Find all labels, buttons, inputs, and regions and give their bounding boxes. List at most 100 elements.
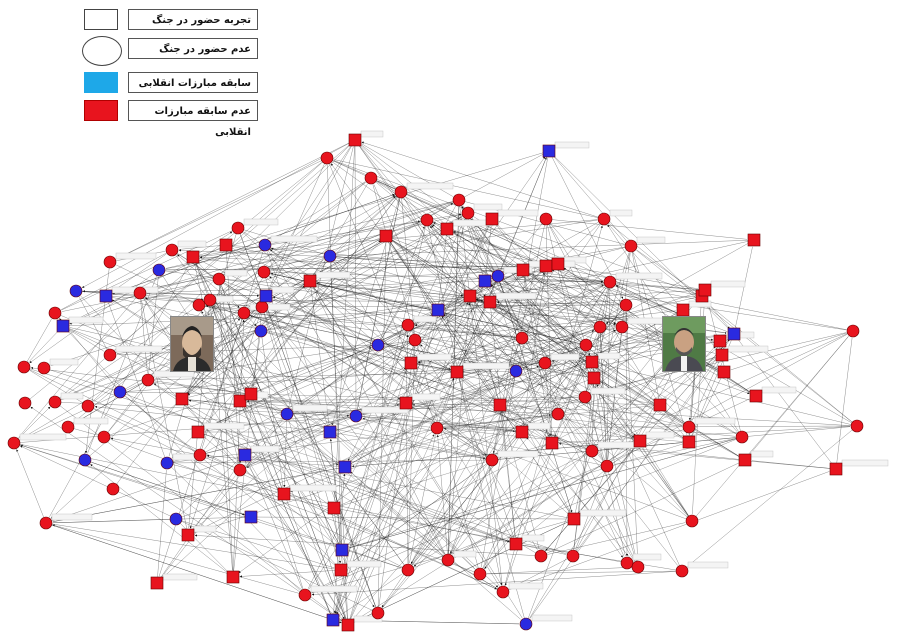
network-edge bbox=[181, 240, 381, 400]
network-edge bbox=[333, 159, 605, 220]
network-edge bbox=[178, 249, 547, 267]
node-square-revolutionary bbox=[335, 543, 349, 557]
network-edge bbox=[453, 231, 700, 324]
network-edge bbox=[410, 284, 604, 364]
network-edge bbox=[239, 569, 342, 578]
network-edge bbox=[407, 346, 416, 571]
network-edge bbox=[497, 275, 847, 331]
network-edge bbox=[292, 418, 346, 468]
node-circle bbox=[682, 420, 696, 434]
network-edge bbox=[359, 144, 593, 363]
network-edge bbox=[354, 139, 486, 297]
node-circle bbox=[298, 588, 312, 602]
node-circle bbox=[578, 390, 592, 404]
node-label-tag bbox=[495, 292, 537, 300]
node-label-tag bbox=[346, 560, 382, 568]
network-edge bbox=[347, 326, 601, 546]
network-edge bbox=[239, 400, 339, 545]
network-edge bbox=[377, 242, 387, 614]
network-edge bbox=[110, 437, 201, 456]
node-circle bbox=[515, 331, 529, 345]
node-circle-revolutionary bbox=[169, 512, 183, 526]
network-edge bbox=[221, 285, 349, 626]
network-edge bbox=[329, 431, 476, 570]
network-edge bbox=[206, 457, 504, 593]
network-edge bbox=[346, 281, 611, 546]
network-edge bbox=[311, 570, 683, 596]
network-edge bbox=[437, 309, 683, 439]
node-square-revolutionary bbox=[56, 319, 70, 333]
node-label-tag bbox=[73, 417, 109, 425]
network-edge bbox=[268, 157, 328, 290]
network-edge bbox=[551, 426, 851, 444]
node-circle bbox=[103, 348, 117, 362]
node-circle bbox=[106, 482, 120, 496]
network-edge bbox=[250, 347, 372, 395]
portrait-person-left bbox=[170, 316, 214, 372]
node-label-tag bbox=[497, 450, 539, 458]
node-square bbox=[749, 389, 763, 403]
network-edge bbox=[615, 285, 858, 427]
network-edge bbox=[332, 161, 587, 346]
network-edge bbox=[407, 324, 538, 551]
node-label-tag bbox=[710, 280, 746, 288]
network-edge bbox=[598, 363, 858, 427]
node-square bbox=[485, 212, 499, 226]
network-edge bbox=[540, 522, 686, 557]
legend-swatch-1 bbox=[84, 9, 118, 30]
network-edge bbox=[461, 206, 523, 339]
network-edge bbox=[165, 219, 428, 269]
network-edge bbox=[309, 183, 368, 282]
node-square bbox=[551, 257, 565, 271]
node-label-tag bbox=[115, 252, 157, 260]
network-edge bbox=[526, 437, 639, 568]
node-label-tag bbox=[841, 459, 889, 467]
network-edge bbox=[596, 384, 683, 572]
network-edge bbox=[344, 466, 521, 620]
node-square bbox=[493, 398, 507, 412]
node-square-revolutionary bbox=[323, 425, 337, 439]
network-edge bbox=[598, 330, 854, 449]
network-edge bbox=[225, 244, 517, 270]
node-square bbox=[545, 436, 559, 450]
node-label-tag bbox=[162, 573, 198, 581]
network-edge bbox=[43, 367, 114, 391]
network-edge bbox=[232, 313, 262, 578]
network-edge bbox=[238, 370, 517, 574]
network-edge bbox=[115, 157, 328, 351]
network-edge bbox=[335, 280, 486, 614]
node-square bbox=[539, 259, 553, 273]
node-circle-revolutionary bbox=[519, 617, 533, 631]
network-edge bbox=[261, 306, 372, 344]
network-edge bbox=[54, 309, 256, 403]
node-label-tag bbox=[531, 614, 573, 622]
node-square bbox=[341, 618, 355, 632]
node-label-tag bbox=[473, 203, 503, 211]
network-edge bbox=[409, 427, 438, 564]
network-edge bbox=[835, 337, 853, 470]
network-edge bbox=[458, 199, 550, 437]
node-circle bbox=[48, 395, 62, 409]
network-edge bbox=[210, 306, 234, 578]
network-edge bbox=[377, 180, 700, 324]
node-circle bbox=[48, 306, 62, 320]
network-edge bbox=[687, 425, 858, 567]
node-label-tag bbox=[416, 353, 452, 361]
node-square-revolutionary bbox=[326, 613, 340, 627]
network-edge bbox=[474, 301, 593, 452]
node-square bbox=[829, 462, 843, 476]
network-edge bbox=[552, 266, 703, 297]
node-circle bbox=[452, 193, 466, 207]
network-edge bbox=[502, 471, 830, 593]
node-circle-revolutionary bbox=[323, 249, 337, 263]
network-edge bbox=[606, 252, 631, 467]
network-edge bbox=[261, 276, 492, 308]
node-label-tag bbox=[177, 240, 207, 248]
network-edge bbox=[309, 280, 728, 334]
node-square-revolutionary bbox=[338, 460, 352, 474]
network-edge bbox=[343, 218, 493, 564]
node-square bbox=[150, 576, 164, 590]
node-square bbox=[348, 133, 362, 147]
network-edge bbox=[545, 218, 626, 557]
network-edge bbox=[344, 270, 542, 468]
